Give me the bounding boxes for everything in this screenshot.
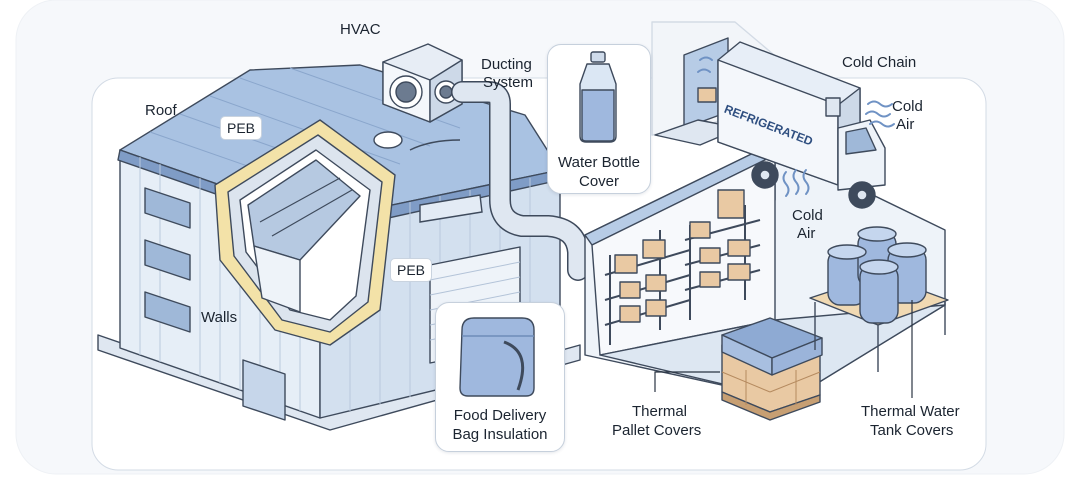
hvac-unit [382, 43, 463, 123]
water-bottle-caption-line1: Water Bottle [558, 154, 640, 171]
warehouse-shelves [604, 189, 761, 345]
thermal-pallet-line1: Thermal [632, 403, 688, 420]
cold-air-truck-line1: Cold [892, 98, 923, 115]
refrigerated-truck [717, 41, 886, 209]
peb-roof-chip: PEB [220, 116, 263, 140]
ducting-label-line1: Ducting [481, 56, 532, 73]
cold-air-swirls [697, 56, 895, 197]
cold-chain-label: Cold Chain [842, 54, 917, 71]
ducting [409, 81, 589, 281]
leader-lines [654, 300, 913, 398]
water-bottle-card: Water Bottle Cover [547, 44, 651, 194]
ducting-label-line2: System [483, 74, 534, 91]
cold-air-store-line2: Air [797, 225, 816, 242]
peb-wall-chip: PEB [390, 258, 433, 282]
thermal-tank-line1: Thermal Water [861, 403, 960, 420]
food-bag-caption-line2: Bag Insulation [452, 426, 548, 443]
walls-label: Walls [201, 309, 238, 326]
food-bag-caption-line1: Food Delivery [453, 407, 547, 424]
roof-label: Roof [145, 102, 177, 119]
cold-air-store-line1: Cold [792, 207, 823, 224]
thermal-pallet-line2: Pallet Covers [612, 422, 702, 439]
cold-air-truck-line2: Air [896, 116, 915, 133]
thermal-tank-line2: Tank Covers [870, 422, 954, 439]
hvac-label: HVAC [340, 21, 381, 38]
water-bottle-caption-line2: Cover [578, 173, 619, 190]
water-tanks-table [809, 226, 949, 372]
covered-pallet [721, 317, 823, 421]
food-bag-card: Food Delivery Bag Insulation [435, 302, 565, 452]
